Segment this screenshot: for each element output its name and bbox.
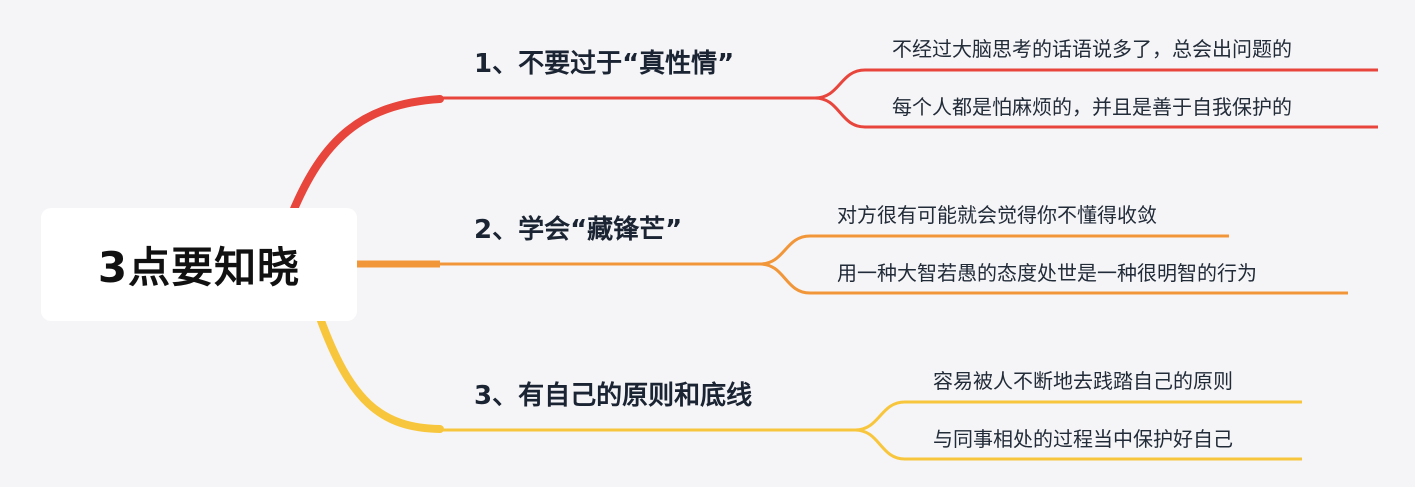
branch-node-2[interactable]: 2、学会“藏锋芒”	[474, 209, 682, 246]
leaf-node-3-1[interactable]: 容易被人不断地去践踏自己的原则	[933, 365, 1233, 394]
branch-node-3[interactable]: 3、有自己的原则和底线	[474, 375, 752, 412]
leaf-node-label: 用一种大智若愚的态度处世是一种很明智的行为	[837, 261, 1257, 285]
branch-3-trunk-thick	[316, 314, 444, 433]
root-node[interactable]: 3点要知晓	[41, 208, 357, 321]
leaf-node-label: 每个人都是怕麻烦的，并且是善于自我保护的	[892, 95, 1292, 119]
leaf-node-3-2[interactable]: 与同事相处的过程当中保护好自己	[933, 423, 1233, 452]
leaf-node-1-2[interactable]: 每个人都是怕麻烦的，并且是善于自我保护的	[892, 91, 1292, 120]
root-node-label: 3点要知晓	[97, 243, 301, 292]
branch-1-trunk-thick	[288, 95, 444, 218]
branch-node-label: 1、不要过于“真性情”	[474, 49, 735, 79]
leaf-node-2-2[interactable]: 用一种大智若愚的态度处世是一种很明智的行为	[837, 257, 1257, 286]
branch-1-leaf-1-connector	[814, 68, 1378, 100]
branch-3-leaf-1-connector	[854, 400, 1302, 432]
branch-node-label: 3、有自己的原则和底线	[474, 381, 753, 411]
branch-1-leaf-2-connector	[814, 96, 1378, 129]
leaf-node-label: 对方很有可能就会觉得你不懂得收敛	[837, 203, 1157, 227]
leaf-node-label: 不经过大脑思考的话语说多了，总会出问题的	[892, 37, 1292, 61]
branch-node-label: 2、学会“藏锋芒”	[474, 215, 683, 245]
branch-2-leaf-2-connector	[759, 262, 1348, 295]
leaf-node-2-1[interactable]: 对方很有可能就会觉得你不懂得收敛	[837, 199, 1157, 228]
branch-node-1[interactable]: 1、不要过于“真性情”	[474, 43, 734, 80]
leaf-node-label: 与同事相处的过程当中保护好自己	[933, 427, 1233, 451]
leaf-node-1-1[interactable]: 不经过大脑思考的话语说多了，总会出问题的	[892, 33, 1292, 62]
leaf-node-label: 容易被人不断地去践踏自己的原则	[933, 369, 1233, 393]
branch-3-leaf-2-connector	[854, 428, 1302, 461]
branch-2-leaf-1-connector	[759, 234, 1229, 266]
